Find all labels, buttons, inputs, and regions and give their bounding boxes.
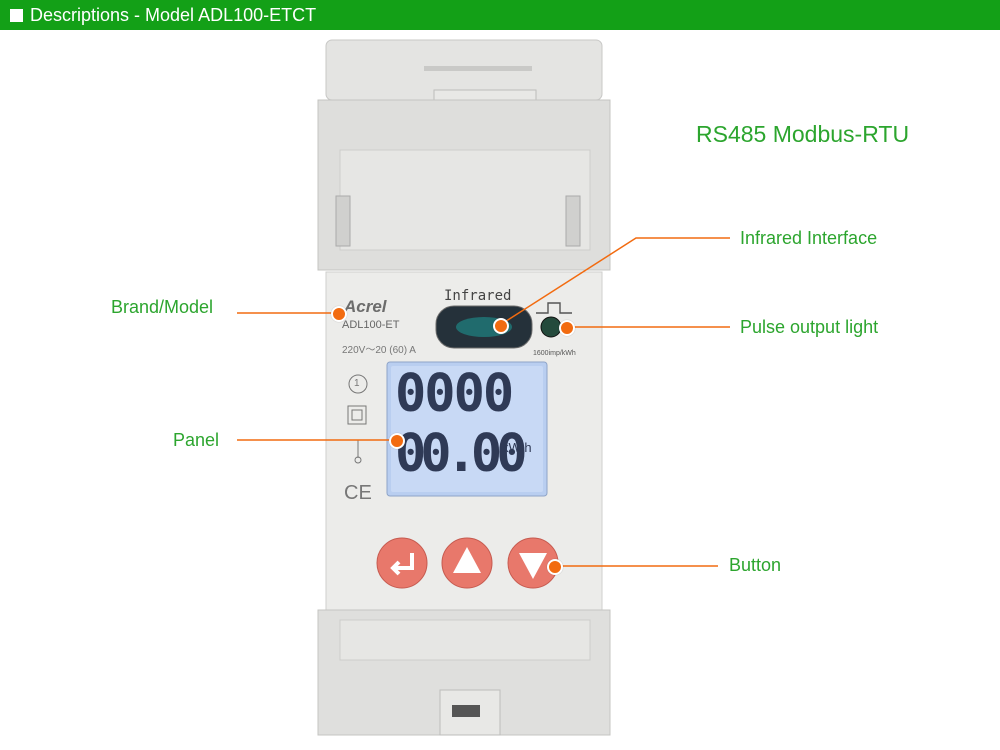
class-1-icon	[348, 374, 368, 394]
enter-icon	[390, 553, 414, 576]
panel-callout-dot	[389, 433, 405, 449]
button-callout-dot	[547, 559, 563, 575]
infrared-interface-label: Infrared Interface	[740, 228, 878, 248]
protocol-label: RS485 Modbus-RTU	[696, 121, 910, 147]
enter-button	[376, 537, 428, 589]
infrared-callout-dot	[493, 318, 509, 334]
lcd-unit: kW h	[502, 440, 532, 455]
up-arrow-icon	[453, 547, 481, 573]
pulse-rate-text: 1600imp/kWh	[533, 350, 576, 357]
pulse-callout-dot	[559, 320, 575, 336]
lcd-top-digits: 0000	[395, 364, 514, 424]
brand-model-label: Brand/Model	[111, 297, 214, 317]
class-1-text: 1	[354, 378, 360, 389]
lcd-bottom-digits: 00.00	[395, 424, 528, 484]
pulse-output-label: Pulse output light	[740, 317, 879, 337]
header-title: Descriptions - Model ADL100-ETCT	[30, 4, 317, 25]
down-arrow-icon	[519, 553, 547, 579]
ce-mark: CE	[344, 482, 372, 504]
pulse-light	[540, 316, 562, 338]
infrared-text: Infrared	[444, 288, 512, 304]
model-text: ADL100-ET	[342, 319, 400, 331]
header-bar: Descriptions - Model ADL100-ETCT	[0, 0, 1000, 30]
button-label: Button	[729, 555, 782, 575]
brand-logo: Acrel	[344, 297, 387, 316]
double-insulation-icon	[347, 405, 367, 425]
square-icon	[10, 8, 23, 22]
panel-label: Panel	[173, 430, 220, 450]
rating-text: 220V～20 (60) A	[342, 345, 416, 356]
brand-callout-dot	[331, 306, 347, 322]
